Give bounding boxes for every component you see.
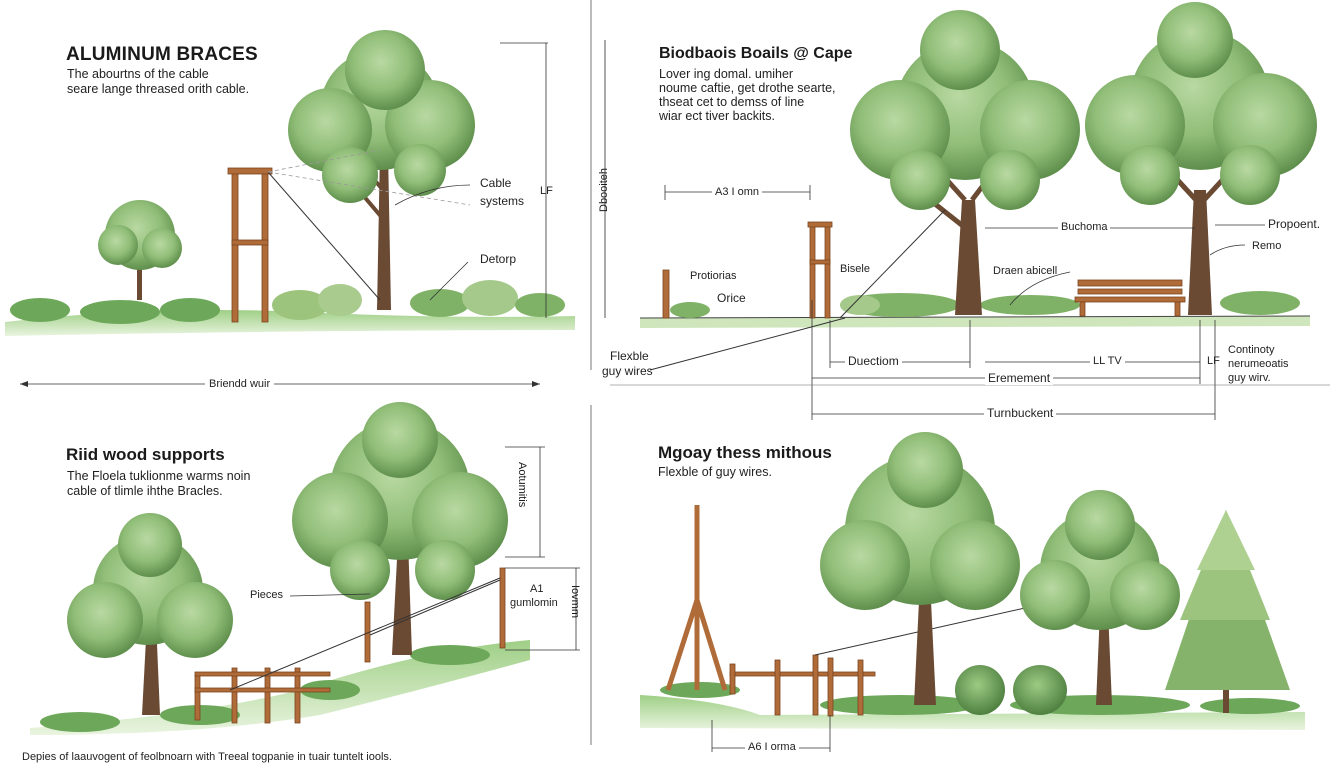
dim-lt: LL TV <box>1090 355 1125 367</box>
label-eremement: Eremement <box>985 371 1054 385</box>
label-flexible: Flexble <box>610 349 649 363</box>
desc-top-left-line2: seare lange threased orith cable. <box>67 82 250 96</box>
dim-vertical-top-left: LF <box>540 185 553 197</box>
panel-bottom-left-art <box>30 402 580 735</box>
tree-right-2 <box>1085 2 1317 315</box>
dim-a6: A6 I orma <box>745 741 799 753</box>
title-aluminum-braces: ALUMINUM BRACES <box>66 44 258 65</box>
label-gumlomin: gumlomin <box>510 597 558 609</box>
title-bottom-right: Mgoay thess mithous <box>658 443 832 462</box>
tree-bottom-left-1 <box>67 513 233 715</box>
label-bisele: Bisele <box>840 263 870 275</box>
desc-top-right-line4: wiar ect tiver backits. <box>659 109 776 123</box>
dim-a3: A3 I omn <box>712 186 763 198</box>
desc-bottom-left-line2: cable of tlimle ihthe Bracles. <box>67 484 223 498</box>
conifer-tree <box>1165 510 1290 713</box>
label-duection: Duectiom <box>845 354 902 368</box>
panel-top-left-art <box>5 30 575 387</box>
grass-tufts <box>10 280 565 324</box>
small-tree <box>98 200 182 300</box>
desc-top-right-line1: Lover ing domal. umiher <box>659 67 794 81</box>
label-systems: systems <box>480 194 525 208</box>
label-continuity-line2: nerumeoatis <box>1228 358 1289 370</box>
title-rigid-wood-supports: Riid wood supports <box>66 445 225 464</box>
label-continuity-line1: Continoty <box>1228 344 1275 356</box>
aluminum-brace-frame <box>227 167 273 323</box>
panel-top-right-art <box>610 2 1330 420</box>
wood-rail <box>729 654 876 717</box>
desc-bottom-left-line1: The Floela tuklionme warms noin <box>67 469 251 483</box>
guy-wire-stake <box>665 505 728 691</box>
dim-horizontal-top-left: Briendd wuir <box>205 378 275 390</box>
bench <box>1074 279 1186 317</box>
footer-note: Depies of laauvogent of feolbnoarn with … <box>22 751 392 763</box>
tree-bottom-right-2 <box>1020 490 1180 705</box>
tree-right-1 <box>850 10 1080 315</box>
panel-bottom-right-art <box>640 432 1305 752</box>
label-buchoma: Buchoma <box>1058 221 1111 233</box>
large-tree <box>288 30 475 310</box>
label-vertical-top-right: Dbooiteh <box>598 167 610 212</box>
dim-lf-small: LF <box>1207 355 1220 367</box>
label-guy-wires: guy wires <box>602 364 653 378</box>
desc-top-right-line2: noume caftie, get drothe searte, <box>659 81 836 95</box>
tree-bottom-left-2 <box>292 402 508 655</box>
label-vertical2-bottom-left: Iovmm <box>569 585 581 618</box>
label-orice: Orice <box>717 291 746 305</box>
label-remo: Remo <box>1252 240 1282 252</box>
label-pieces: Pieces <box>250 589 284 601</box>
desc-top-right-line3: thseat cet to demss of line <box>659 95 805 109</box>
label-cable: Cable <box>480 176 512 190</box>
label-detorp: Detorp <box>480 252 517 266</box>
label-turnbuckent: Turnbuckent <box>984 406 1057 420</box>
shrubs <box>955 665 1067 715</box>
label-a1: A1 <box>530 583 544 595</box>
desc-top-left-line1: The abourtns of the cable <box>67 67 209 81</box>
label-draen: Draen abicell <box>993 265 1058 277</box>
label-vertical-bottom-left: Aotumitis <box>516 462 528 508</box>
label-continuity-line3: guy wirv. <box>1228 372 1271 384</box>
tree-bottom-right-1 <box>820 432 1020 705</box>
desc-bottom-right-line1: Flexble of guy wires. <box>658 465 772 479</box>
label-proponent: Propoent. <box>1268 217 1321 231</box>
title-top-right: Biodbaois Boails @ Cape <box>659 45 853 62</box>
label-protiorias: Protiorias <box>690 270 737 282</box>
